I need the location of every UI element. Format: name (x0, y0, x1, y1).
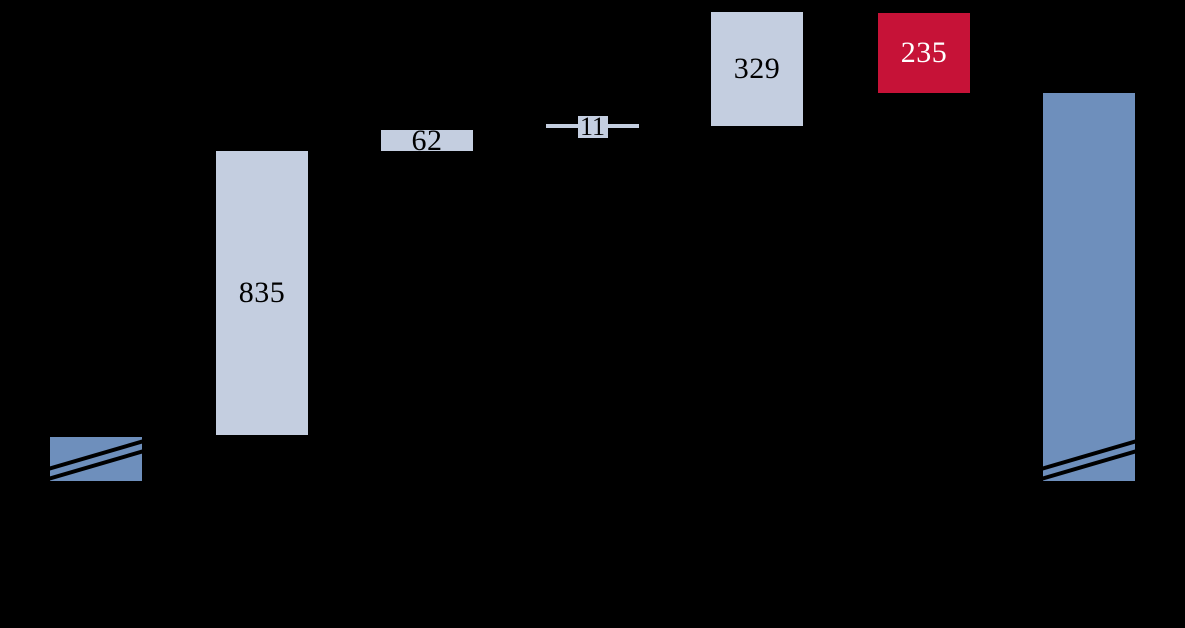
waterfall-bar-step-835: 835 (216, 151, 308, 435)
waterfall-bar-step-62: 62 (381, 125, 473, 155)
waterfall-bar-step-329: 329 (711, 12, 803, 126)
bar-value-label-chip: 11 (577, 114, 608, 140)
bar-value-label: 329 (733, 52, 781, 85)
waterfall-bar-end-total (1043, 93, 1135, 481)
waterfall-bar-step-235: 235 (878, 13, 970, 93)
axis-break-marks (50, 439, 142, 481)
bar-value-label: 235 (900, 36, 948, 69)
waterfall-bar-step-11: 11 (546, 114, 639, 140)
bar-value-label: 835 (238, 276, 286, 309)
axis-break-marks (1043, 439, 1135, 481)
waterfall-bar-start-total (50, 437, 142, 481)
bar-value-label: 62 (411, 123, 443, 157)
